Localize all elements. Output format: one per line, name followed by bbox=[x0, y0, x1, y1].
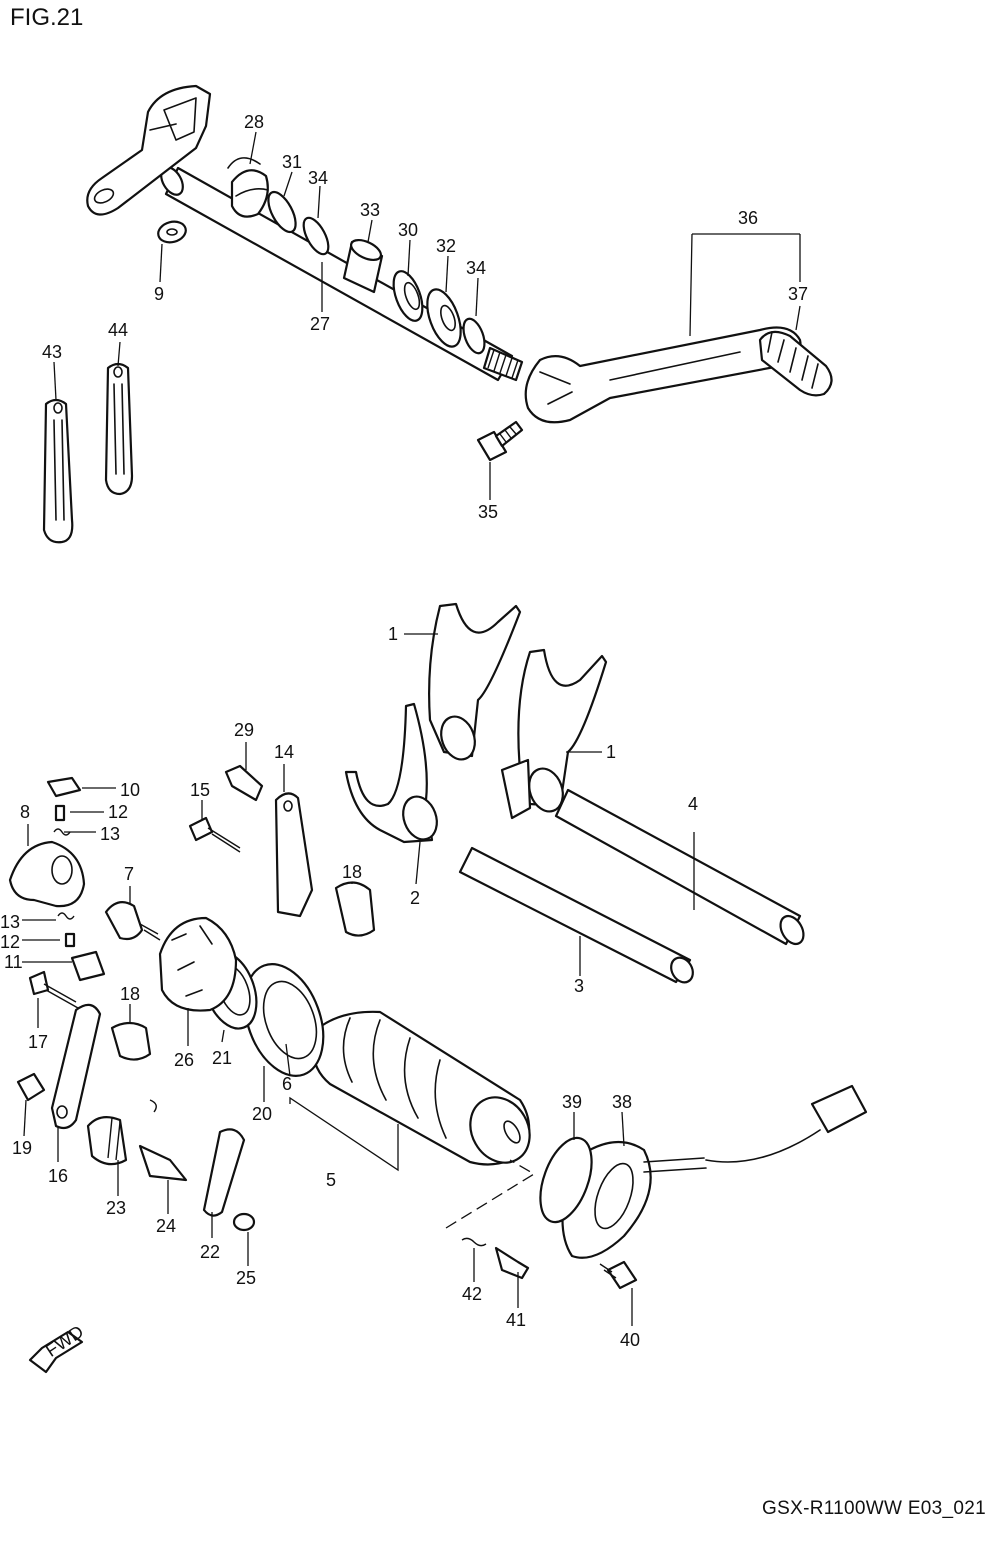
bolt-17 bbox=[28, 970, 50, 996]
callout-34a: 34 bbox=[308, 168, 328, 188]
lever-bolt bbox=[476, 430, 508, 462]
pin-12-lower bbox=[64, 932, 76, 948]
callout-1b: 1 bbox=[606, 742, 616, 762]
callout-18a: 18 bbox=[342, 862, 362, 882]
leader-lines bbox=[22, 131, 801, 1326]
callout-11: 11 bbox=[4, 952, 23, 972]
callout-4: 4 bbox=[688, 794, 698, 814]
gearshift-shaft-assembly bbox=[42, 84, 833, 544]
callout-9: 9 bbox=[154, 284, 164, 304]
washer-32 bbox=[426, 288, 462, 348]
callout-23: 23 bbox=[106, 1198, 126, 1218]
callout-40: 40 bbox=[620, 1330, 640, 1350]
nut-19 bbox=[16, 1072, 46, 1102]
shift-fork-1b bbox=[517, 648, 608, 808]
callout-10: 10 bbox=[120, 780, 140, 800]
figure-title: FIG.21 bbox=[10, 4, 84, 31]
callout-37: 37 bbox=[788, 284, 808, 304]
callout-38: 38 bbox=[612, 1092, 632, 1112]
callout-18b: 18 bbox=[120, 984, 140, 1004]
circlip-34-inner bbox=[302, 216, 330, 256]
switch-contact-41 bbox=[494, 1246, 530, 1280]
shift-arm-plate bbox=[86, 84, 212, 216]
spacer-7 bbox=[104, 901, 144, 941]
pin-12-upper bbox=[54, 804, 66, 822]
callout-25: 25 bbox=[236, 1268, 256, 1288]
callout-21: 21 bbox=[212, 1048, 232, 1068]
cam-stopper bbox=[8, 840, 86, 908]
spring-13-upper bbox=[53, 828, 71, 836]
model-code: GSX-R1100WW E03_021 bbox=[762, 1498, 986, 1519]
callout-12b: 12 bbox=[0, 932, 20, 952]
callout-43: 43 bbox=[42, 342, 62, 362]
callout-29: 29 bbox=[234, 720, 254, 740]
bolt-15 bbox=[188, 816, 214, 842]
callout-13a: 13 bbox=[100, 824, 120, 844]
callout-8: 8 bbox=[20, 802, 30, 822]
callout-41: 41 bbox=[506, 1310, 526, 1330]
shift-pawl-22 bbox=[202, 1128, 246, 1217]
callout-12a: 12 bbox=[108, 802, 128, 822]
bush-18-upper bbox=[334, 881, 376, 937]
shift-arm-16 bbox=[50, 1003, 102, 1130]
callout-22: 22 bbox=[200, 1242, 220, 1262]
callout-13b: 13 bbox=[0, 912, 20, 932]
callout-17: 17 bbox=[28, 1032, 48, 1052]
switch-screw bbox=[606, 1260, 638, 1290]
callout-15: 15 bbox=[190, 780, 210, 800]
callout-5: 5 bbox=[326, 1170, 336, 1190]
switch-spring-42 bbox=[461, 1237, 487, 1247]
callout-1a: 1 bbox=[388, 624, 398, 644]
callout-20: 20 bbox=[252, 1104, 272, 1124]
shift-link-43 bbox=[42, 398, 74, 544]
callout-7: 7 bbox=[124, 864, 134, 884]
callout-14: 14 bbox=[274, 742, 294, 762]
callout-42: 42 bbox=[462, 1284, 482, 1304]
callout-31: 31 bbox=[282, 152, 302, 172]
callout-32: 32 bbox=[436, 236, 456, 256]
front-direction-arrow: FWD bbox=[28, 1321, 87, 1374]
bush-18-lower bbox=[110, 1021, 152, 1061]
washer-25 bbox=[232, 1212, 256, 1232]
drum-bearing bbox=[243, 963, 325, 1077]
bolt-29 bbox=[224, 764, 264, 802]
circlip-34-outer bbox=[462, 317, 486, 355]
o-ring-39 bbox=[539, 1136, 593, 1224]
guide-plate-14 bbox=[274, 792, 314, 918]
callout-2: 2 bbox=[410, 888, 420, 908]
callout-24: 24 bbox=[156, 1216, 176, 1236]
callout-27: 27 bbox=[310, 314, 330, 334]
washer-9 bbox=[157, 220, 187, 244]
stopper-plate-11 bbox=[70, 950, 106, 982]
shift-link-44 bbox=[104, 362, 134, 496]
cam-driven-gear bbox=[158, 916, 238, 1012]
callout-44: 44 bbox=[108, 320, 128, 340]
svg-text:FWD: FWD bbox=[42, 1321, 87, 1360]
shaft-washer-31 bbox=[267, 190, 297, 234]
callout-36: 36 bbox=[738, 208, 758, 228]
callout-26: 26 bbox=[174, 1050, 194, 1070]
callout-30: 30 bbox=[398, 220, 418, 240]
fork-shaft-4 bbox=[554, 788, 802, 946]
callout-labels: 28 31 34 33 30 32 34 27 9 43 44 36 37 35… bbox=[0, 112, 808, 1350]
switch-connector bbox=[810, 1084, 868, 1134]
callout-39: 39 bbox=[562, 1092, 582, 1112]
oil-seal-30 bbox=[392, 270, 424, 322]
shift-spring bbox=[230, 169, 269, 218]
callout-3: 3 bbox=[574, 976, 584, 996]
stopper-plate-10 bbox=[46, 776, 82, 798]
callout-6: 6 bbox=[282, 1074, 292, 1094]
gearshift-shaft bbox=[164, 166, 514, 382]
callout-33: 33 bbox=[360, 200, 380, 220]
callout-28: 28 bbox=[244, 112, 264, 132]
pin-24 bbox=[138, 1144, 188, 1182]
spring-13-lower bbox=[57, 912, 75, 920]
shift-fork-assembly bbox=[8, 602, 868, 1290]
callout-35: 35 bbox=[478, 502, 498, 522]
callout-16: 16 bbox=[48, 1166, 68, 1186]
callout-19: 19 bbox=[12, 1138, 32, 1158]
fork-shaft-3 bbox=[458, 846, 692, 984]
callout-34b: 34 bbox=[466, 258, 486, 278]
